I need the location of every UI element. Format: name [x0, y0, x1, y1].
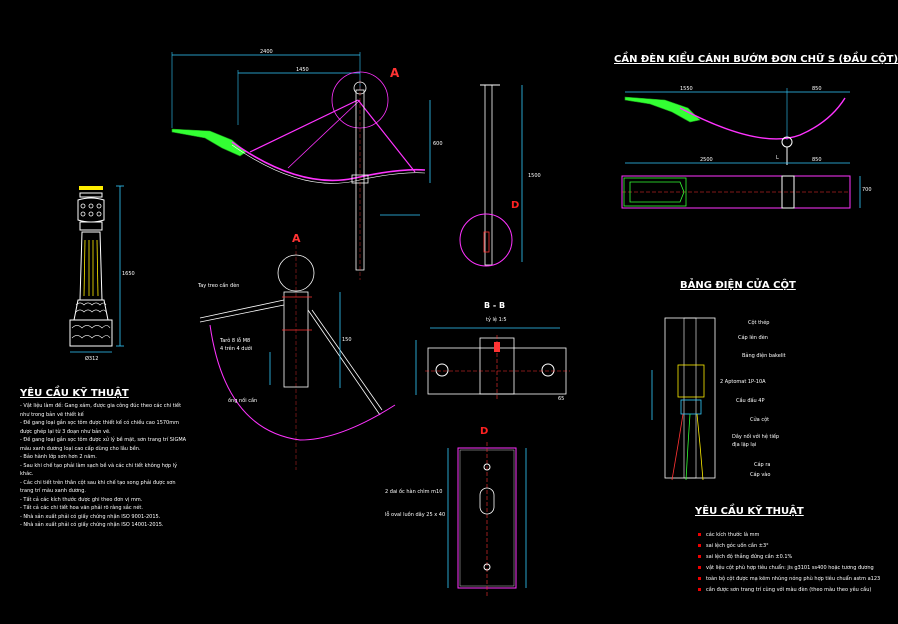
- dim-right-bot-right: 850: [812, 157, 822, 163]
- wiring-label-6: Cửa cột: [750, 417, 770, 423]
- req-left-item: - Vật liệu làm đế: Gang xám, được gia cô…: [20, 403, 182, 418]
- req-left-item: - Tất cả các kích thước được ghi theo đơ…: [20, 496, 143, 503]
- wiring-label-5: Cầu đấu 4P: [736, 398, 765, 404]
- lamp-arm-title: CẦN ĐÈN KIỂU CÁNH BƯỚM ĐƠN CHỮ S (ĐẦU CỘ…: [614, 54, 898, 65]
- req-left-item: - Bảo hành lớp sơn hơn 2 năm.: [20, 454, 97, 460]
- dim-right-bot-left: 2500: [700, 157, 713, 163]
- callout-dai-oc: 2 đai ốc hàn chìm m10: [385, 489, 443, 495]
- dim-base-h: 1650: [122, 271, 135, 277]
- callout-tay-treo: Tay treo cần đèn: [198, 283, 240, 289]
- wiring-label-9: Cáp vào: [750, 472, 771, 478]
- dim-bb-h2: 65: [558, 396, 565, 402]
- req-right-item: toàn bộ cột được mạ kẽm nhúng nóng phù h…: [698, 574, 898, 585]
- req-left-item: - Nhà sản xuất phải có giấy chứng nhận I…: [20, 522, 164, 528]
- svg-text:A: A: [292, 232, 301, 245]
- l-mark: L: [776, 155, 779, 161]
- section-bb-drawing: [415, 327, 570, 400]
- dim-arm-left: 1450: [296, 67, 309, 73]
- pole-d-drawing: [459, 84, 523, 267]
- wiring-panel-drawing: [651, 317, 716, 481]
- section-bb-label: B - B: [484, 301, 506, 310]
- wiring-label-1: Cột thép: [748, 320, 770, 326]
- section-d-label-mid: D: [511, 200, 520, 211]
- dim-right-top-right: 850: [812, 86, 822, 92]
- requirements-left-list: - Vật liệu làm đế: Gang xám, được gia cô…: [20, 402, 190, 530]
- dim-base-w: Ø312: [85, 356, 99, 362]
- wiring-label-7: Dây nối với hệ tiếp địa lặp lại: [732, 434, 780, 448]
- callout-ong-noi: ống nối cần: [228, 398, 258, 404]
- wiring-label-3: Bảng điện bakelit: [742, 353, 786, 359]
- dim-a-h: 150: [342, 337, 352, 343]
- requirements-left-title: YÊU CẦU KỸ THUẬT: [20, 388, 129, 399]
- req-left-item: - Đế gang loại gắn sọc tôm được thiết kế…: [20, 420, 179, 435]
- dim-right-top-left: 1550: [680, 86, 693, 92]
- section-bb-scale: tỷ lệ 1:5: [486, 317, 507, 323]
- wiring-label-2: Cáp lên đèn: [738, 335, 768, 341]
- wiring-title: BẢNG ĐIỆN CỬA CỘT: [680, 280, 796, 291]
- lamp-arm-drawing: A: [171, 52, 431, 280]
- detail-a-drawing: A: [199, 232, 396, 470]
- req-left-item: - Tất cả các chi tiết hoa văn phải rõ rà…: [20, 505, 143, 511]
- callout-lo-oval: lỗ oval luồn dây 25 x 40: [385, 512, 446, 518]
- req-right-item: vật liệu cột phù hợp tiêu chuẩn: jis g31…: [698, 563, 898, 574]
- req-right-item: cần được sơn trang trí cùng với màu đèn …: [698, 585, 898, 596]
- dim-right-side: 700: [862, 187, 872, 193]
- req-left-item: - Sau khi chế tạo phải làm sạch bề và cá…: [20, 462, 178, 478]
- req-right-item: các kích thước là mm: [698, 530, 898, 541]
- section-d-label-bottom: D: [480, 426, 489, 437]
- requirements-right-list: các kích thước là mm sai lệch góc uốn cầ…: [698, 530, 898, 596]
- callout-taro: Tarô 8 lỗ M8: [220, 338, 251, 344]
- pole-base-drawing: [69, 185, 124, 353]
- wiring-label-4: 2 Aptomat 1P-10A: [720, 379, 766, 385]
- req-right-item: sai lệch góc uốn cần ±3°: [698, 541, 898, 552]
- svg-text:A: A: [390, 66, 400, 80]
- req-left-item: - Nhà sản xuất phải có giấy chứng nhận I…: [20, 513, 161, 520]
- req-left-item: - Đế gang loại gắn sọc tôm được xử lý bề…: [20, 437, 187, 452]
- requirements-right-title: YÊU CẦU KỸ THUẬT: [695, 506, 804, 517]
- req-right-item: sai lệch độ thẳng đứng cần ±0.1%: [698, 552, 898, 563]
- dim-arm-height: 600: [433, 141, 443, 147]
- req-left-item: - Các chi tiết trên thân cột sau khi chế…: [20, 479, 176, 495]
- dim-pole-h: 1500: [528, 173, 541, 179]
- right-arm-drawing: [621, 88, 861, 209]
- callout-taro-2: 4 trên 4 dưới: [220, 346, 253, 352]
- detail-d-drawing: [447, 442, 527, 598]
- wiring-label-8: Cáp ra: [754, 462, 771, 468]
- dim-arm-total: 2400: [260, 49, 273, 55]
